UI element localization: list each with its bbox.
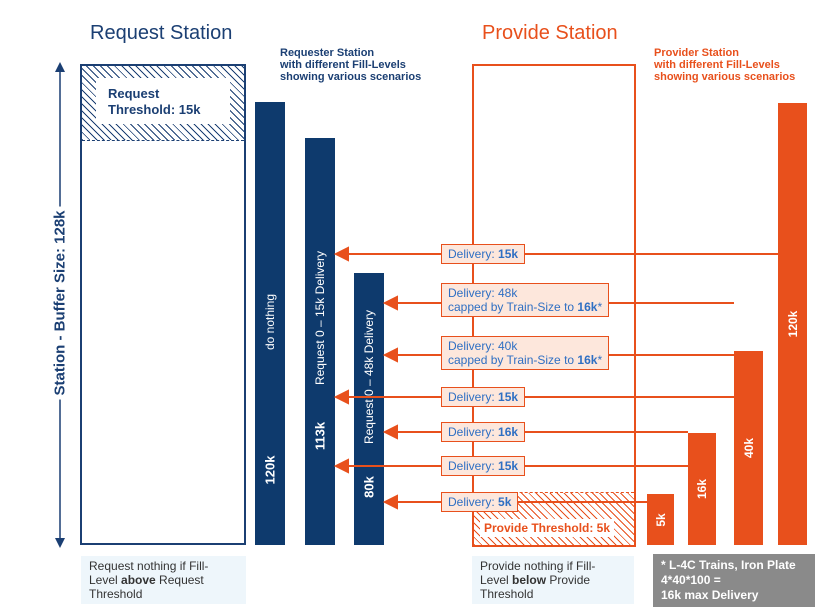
delivery-arrowhead-3 [382, 347, 398, 363]
delivery-arrowhead-4 [333, 389, 349, 405]
delivery-label-5-prefix: Delivery: [448, 425, 499, 439]
request-threshold-line [82, 140, 244, 141]
requester-subtitle-line-3: showing various scenarios [280, 71, 422, 83]
request-note-line-2: Level above Request [89, 573, 204, 587]
delivery-arrowhead-5 [382, 424, 398, 440]
request-threshold-line-2: Threshold: 15k [108, 102, 201, 117]
delivery-label-4-amount: 15k [498, 390, 519, 404]
requester-subtitle-line-1: Requester Station [280, 47, 375, 59]
delivery-label-3-line-1: Delivery: 40k [448, 339, 518, 353]
delivery-label-6-prefix: Delivery: [448, 459, 499, 473]
request-note: Request nothing if Fill- Level above Req… [81, 556, 246, 604]
delivery-label-1-prefix: Delivery: [448, 247, 499, 261]
delivery-label-5-amount: 16k [498, 425, 519, 439]
footnote-line-3: 16k max Delivery [661, 588, 759, 602]
request-note-line-1: Request nothing if Fill- [89, 559, 209, 573]
requester-subtitle: Requester Station with different Fill-Le… [280, 47, 421, 83]
request-note-line-3: Threshold [89, 587, 143, 601]
request-station-box: Request Threshold: 15k [80, 64, 246, 545]
delivery-label-2: Delivery: 48k capped by Train-Size to 16… [441, 283, 610, 317]
request-station-title: Request Station [90, 22, 233, 44]
provide-station-title: Provide Station [482, 22, 618, 44]
delivery-label-3-line-2: capped by Train-Size to 16k* [448, 353, 603, 367]
axis-arrow-down [55, 538, 65, 548]
provider-bar-120k: 120k [778, 103, 807, 545]
requester-subtitle-line-2: with different Fill-Levels [280, 59, 406, 71]
delivery-arrowhead-1 [333, 246, 349, 262]
provider-bar-16k: 16k [688, 433, 716, 545]
delivery-arrowhead-7 [382, 494, 398, 510]
provider-subtitle-line-2: with different Fill-Levels [654, 59, 780, 71]
provide-note-line-2: Level below Provide [480, 573, 591, 587]
delivery-label-5: Delivery: 16k [441, 422, 526, 442]
requester-bar-80k: Request 0 – 48k Delivery 80k [354, 273, 384, 545]
request-threshold-line-1: Request [108, 86, 160, 101]
requester-bar-120k: do nothing 120k [255, 102, 285, 545]
provider-subtitle: Provider Station with different Fill-Lev… [654, 47, 795, 83]
delivery-label-6: Delivery: 15k [441, 456, 526, 476]
delivery-label-1-amount: 15k [498, 247, 519, 261]
delivery-arrowhead-2 [382, 295, 398, 311]
delivery-label-2-line-1: Delivery: 48k [448, 286, 518, 300]
delivery-label-7-amount: 5k [498, 495, 512, 509]
delivery-arrowhead-6 [333, 458, 349, 474]
provider-bar-40k: 40k [734, 351, 763, 545]
provide-threshold-label: Provide Threshold: 5k [480, 519, 615, 537]
delivery-label-7: Delivery: 5k [441, 492, 519, 512]
provide-note: Provide nothing if Fill- Level below Pro… [472, 556, 634, 604]
delivery-label-1: Delivery: 15k [441, 244, 526, 264]
footnote-line-2: 4*40*100 = [661, 573, 721, 587]
delivery-label-3: Delivery: 40k capped by Train-Size to 16… [441, 336, 610, 370]
provider-bar-5k: 5k [647, 494, 674, 545]
delivery-label-2-line-2: capped by Train-Size to 16k* [448, 300, 603, 314]
provide-note-line-1: Provide nothing if Fill- [480, 559, 596, 573]
delivery-label-7-prefix: Delivery: [448, 495, 499, 509]
provide-threshold-line [474, 492, 634, 493]
request-threshold-label: Request Threshold: 15k [96, 78, 230, 124]
delivery-label-6-amount: 15k [498, 459, 519, 473]
footnote-line-1: * L-4C Trains, Iron Plate [661, 558, 796, 572]
train-size-footnote: * L-4C Trains, Iron Plate 4*40*100 = 16k… [653, 554, 815, 607]
axis-arrow-up [55, 62, 65, 72]
delivery-label-4: Delivery: 15k [441, 387, 526, 407]
provider-subtitle-line-3: showing various scenarios [654, 71, 796, 83]
provide-note-line-3: Threshold [480, 587, 534, 601]
provider-subtitle-line-1: Provider Station [654, 47, 739, 59]
delivery-label-4-prefix: Delivery: [448, 390, 499, 404]
requester-bar-113k: Request 0 – 15k Delivery 113k [305, 138, 335, 545]
